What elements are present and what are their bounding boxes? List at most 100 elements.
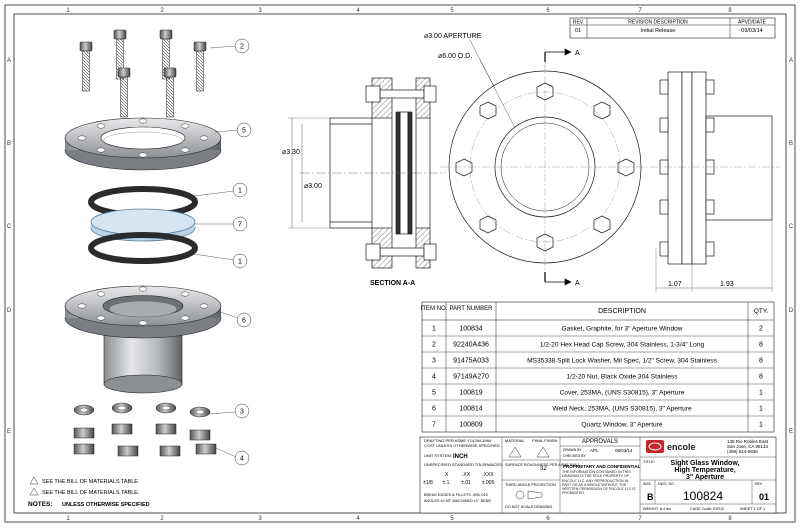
- rev-header-rev: REV: [573, 20, 584, 26]
- encole-logo: encole: [646, 440, 696, 453]
- tb-tolerances: UNSPECIFIED STANDARD TOLERANCES:: [424, 462, 503, 467]
- bom-cell-desc: 1/2-20 Nut, Black Oxide 304 Stainless: [566, 374, 678, 381]
- bom-cell-qty: 8: [759, 358, 763, 365]
- tb-phone: (408) 514-5838: [727, 449, 758, 454]
- tb-tol-col-2: .XX: [462, 472, 471, 478]
- tb-proprietary: PROPRIETARY AND CONFIDENTIAL: [563, 464, 641, 469]
- notes-block: SEE THE BILL OF MATERIALS TABLE. SEE THE…: [28, 476, 150, 508]
- bom-cell-qty: 1: [759, 422, 763, 429]
- company-name: encole: [667, 442, 696, 452]
- bom-cell-desc: Quartz Window, 3" Aperture: [581, 422, 662, 429]
- section-title: SECTION A-A: [370, 280, 415, 287]
- dim-193: 1.93: [720, 281, 734, 288]
- tb-no-scale: DO NOT SCALE DRAWING: [505, 505, 553, 509]
- zone-top-2: 2: [160, 8, 164, 14]
- tb-sheet: SHEET 1 OF 1: [740, 507, 765, 511]
- zone-top-8: 8: [728, 8, 732, 14]
- bom-cell-part: 100819: [459, 390, 482, 397]
- tb-approvals: APPROVALS: [582, 439, 618, 445]
- bom-header-item: ITEM NO.: [421, 306, 448, 312]
- cut-label-a-top: A: [575, 50, 580, 57]
- zone-top-7: 7: [638, 8, 642, 14]
- zone-left-d: D: [7, 308, 12, 314]
- tb-drafting: DRAFTING PER ASME Y14.5M-1994: [424, 438, 492, 443]
- tb-cost: COST UNLESS OTHERWISE SPECIFIED: [424, 443, 500, 448]
- tb-checked-label: CHECKED BY: [563, 454, 586, 458]
- bom-cell-qty: 8: [759, 342, 763, 349]
- tb-drawn-label: DRAWN BY: [563, 448, 582, 452]
- tb-roughness-value: 32: [540, 466, 547, 472]
- tb-address-2: San Jose, CA 95134: [727, 444, 769, 449]
- zone-left-b: B: [7, 141, 11, 147]
- tb-finish-label: FINAL FINISH: [532, 438, 558, 443]
- bom-cell-desc: Weld Neck, 253MA, (UNS S30815), 3" Apert…: [552, 406, 692, 413]
- tb-tol-val-3: ±.005: [482, 480, 495, 486]
- zone-top-6: 6: [546, 8, 550, 14]
- bom-cell-part: 91475A033: [453, 358, 489, 365]
- tb-size-label: SIZE: [643, 482, 651, 486]
- zone-left-c: C: [7, 224, 12, 230]
- zone-right-e: E: [789, 429, 793, 435]
- zone-left-e: E: [7, 429, 11, 435]
- tb-tol-frac: ±1/8: [423, 480, 433, 486]
- bom-cell-item: 1: [432, 326, 436, 333]
- tb-title-label: TITLE:: [643, 459, 655, 464]
- tb-drawn-date: 09/03/14: [615, 448, 633, 453]
- balloon-6: 6: [242, 318, 246, 325]
- side-view: [650, 71, 780, 265]
- bom-cell-desc: Cover, 253MA, (UNS S30815), 3" Aperture: [560, 390, 685, 397]
- inner-border: [13, 13, 787, 514]
- lock-washers: [73, 402, 211, 418]
- bom-cell-part: 92240A436: [453, 342, 489, 349]
- tb-proprietary-text: THE INFORMATION CONTAINED IN THIS DRAWIN…: [562, 470, 636, 496]
- zone-right-b: B: [789, 141, 793, 147]
- bom-note-2: SEE THE BILL OF MATERIALS TABLE.: [42, 490, 140, 496]
- tb-tol-val-1: ±.1: [443, 480, 450, 486]
- zone-right-c: C: [789, 224, 794, 230]
- tb-title-1: Sight Glass Window,: [671, 460, 740, 467]
- tb-title-3: 3" Aperture: [686, 474, 724, 481]
- dim-dia-330: ⌀3.30: [282, 149, 300, 156]
- tb-projection: THIRD ANGLE PROJECTION: [505, 483, 556, 487]
- balloon-2: 2: [240, 44, 244, 51]
- balloon-4: 4: [240, 456, 244, 463]
- zone-bottom-3: 3: [258, 516, 262, 522]
- balloon-3: 3: [240, 409, 244, 416]
- hex-bolts: [79, 29, 207, 118]
- tb-size: B: [647, 492, 654, 502]
- zone-bottom-8: 8: [728, 516, 732, 522]
- tb-rev: 01: [759, 492, 769, 502]
- tb-unit-label: UNIT SYSTEM:: [424, 453, 452, 458]
- rev-row-desc: Initial Release: [641, 28, 676, 34]
- notes-text: UNLESS OTHERWISE SPECIFIED: [62, 502, 150, 508]
- tb-address-1: 135 Rio Robles East: [727, 439, 769, 444]
- side-view-dimensions: 1.07 1.93: [655, 220, 773, 292]
- bom-cell-item: 5: [432, 390, 436, 397]
- section-view: [300, 77, 445, 269]
- balloon-callouts: 2 5 1 7 1 6 3 4: [193, 38, 252, 466]
- tb-title-2: High Temperature,: [674, 467, 735, 474]
- bom-cell-qty: 1: [759, 406, 763, 413]
- tb-roughness: SURFACE ROUGHNESS PER ASME B46.1: [505, 463, 580, 467]
- zone-top-3: 3: [258, 8, 262, 14]
- tb-tol-col-3: .XXX: [482, 472, 494, 478]
- projection-symbol: [515, 490, 525, 500]
- zone-labels: 1 2 3 4 5 6 7 8 1 2 3 4 5 6 7 8 A B C D …: [7, 8, 794, 522]
- balloon-5: 5: [242, 128, 246, 135]
- tb-rev-label: REV: [755, 482, 763, 486]
- tb-drawn-by: APL: [590, 448, 599, 453]
- revision-block: REV REVISION DESCRIPTION APVD/DATE 01 In…: [569, 17, 776, 39]
- zone-bottom-6: 6: [546, 516, 550, 522]
- tb-tol-val-2: ±.01: [461, 480, 471, 486]
- zone-top-4: 4: [356, 8, 360, 14]
- bom-cell-qty: 2: [759, 326, 763, 333]
- bom-cell-part: 100814: [459, 406, 482, 413]
- zone-right-d: D: [789, 308, 794, 314]
- tb-dwg-no: 100824: [683, 489, 723, 503]
- zone-top-1: 1: [66, 8, 70, 14]
- bom-header-qty: QTY.: [754, 308, 769, 315]
- lock-washers-holes: [79, 405, 205, 415]
